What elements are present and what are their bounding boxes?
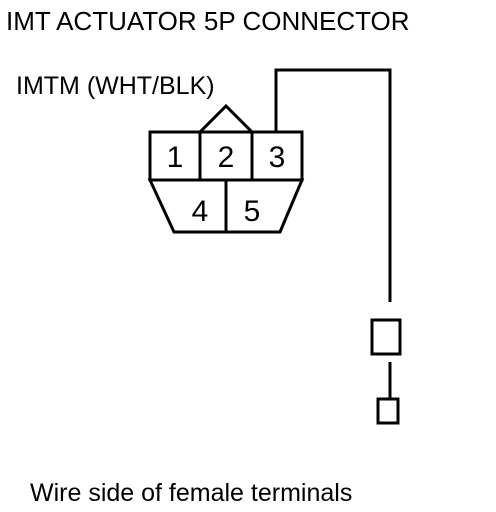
pin-2-label: 2 — [218, 141, 235, 174]
pin-3-label: 3 — [269, 141, 286, 174]
pin-1-label: 1 — [167, 141, 184, 174]
terminal-female — [370, 318, 402, 356]
locking-tab — [198, 103, 254, 134]
pin-4-label: 4 — [192, 195, 209, 228]
probe-tip — [376, 397, 400, 425]
wire-label: IMTM (WHT/BLK) — [16, 72, 215, 100]
connector-bottom-row — [147, 178, 305, 234]
footer-caption: Wire side of female terminals — [30, 479, 352, 507]
diagram-title: IMT ACTUATOR 5P CONNECTOR — [6, 6, 410, 36]
wire-from-pin-3 — [274, 68, 392, 302]
pin-5-label: 5 — [244, 195, 261, 228]
